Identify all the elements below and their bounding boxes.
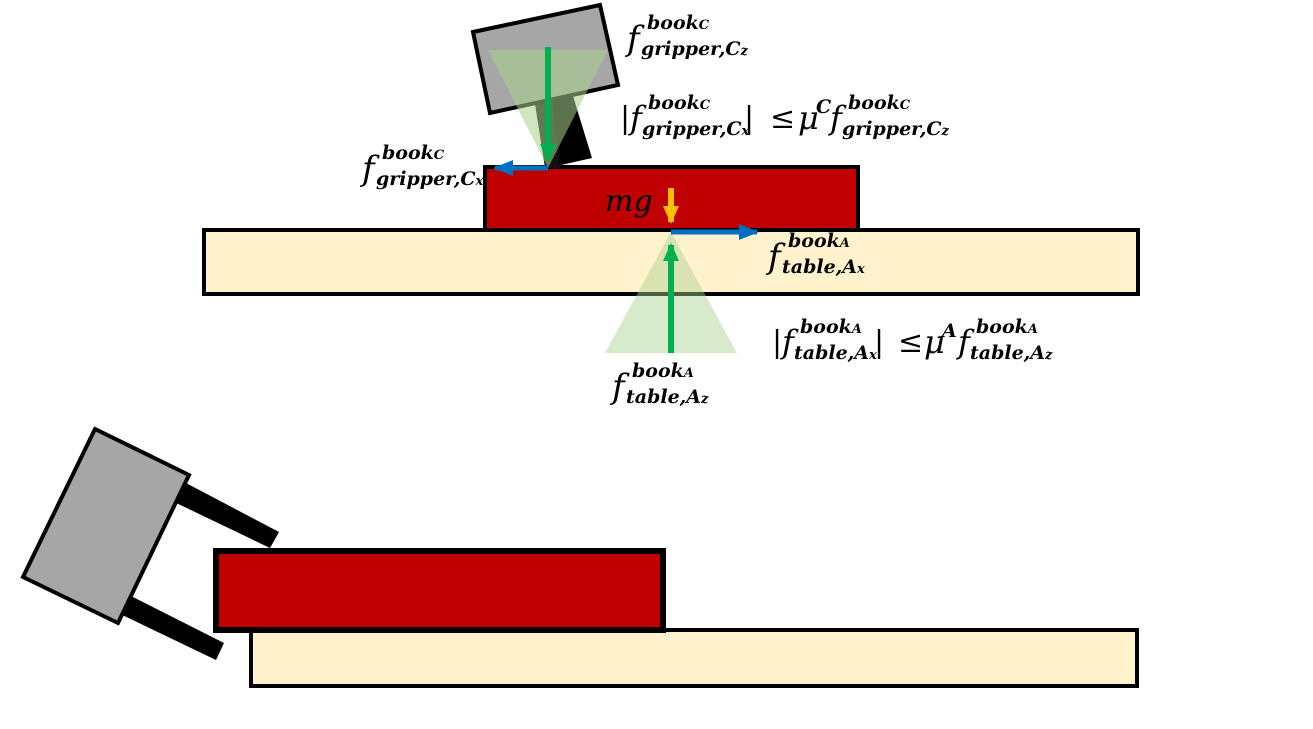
label-sub-sub: x (857, 262, 865, 277)
ineq-base: f (782, 323, 794, 361)
abs-bar-close: | (874, 325, 885, 360)
table-friction-inequality: | f bookA table,Ax | ≤ μ A f bookA table… (772, 318, 1072, 372)
label-table-az: f bookA table,Az (612, 362, 722, 416)
label-base: f (768, 237, 781, 277)
label-sup: book (632, 360, 684, 382)
abs-bar-open: | (772, 325, 783, 360)
ineq-rhs-sub-sub: z (1045, 348, 1053, 363)
abs-bar-open: | (620, 101, 631, 136)
ineq-rhs-sub-sub: z (941, 124, 949, 139)
gripper-friction-inequality: | f bookC gripper,Cx | ≤ μ C f bookC gri… (620, 94, 960, 148)
ineq-base-rhs: f (958, 323, 970, 361)
label-sub-sub: x (475, 174, 484, 189)
label-base: f (627, 19, 640, 59)
ineq-sub-sub: x (869, 348, 877, 363)
label-base: f (612, 367, 625, 407)
label-table-ax: f bookA table,Ax (768, 232, 878, 286)
ineq-rhs-sup: book (976, 316, 1028, 338)
table-bottom (249, 628, 1139, 688)
label-base: f (362, 149, 375, 189)
label-sub-sub: z (740, 44, 748, 59)
leq-sign: ≤ (898, 325, 924, 360)
label-sup: book (788, 230, 840, 252)
ineq-base-rhs: f (830, 99, 842, 137)
gripper-finger-bottom-lower (116, 593, 224, 660)
ineq-rhs-sup-sub: C (899, 98, 911, 113)
mu-sup: C (816, 96, 832, 118)
ineq-sup-sub: C (699, 98, 711, 113)
ineq-sub: table,A (794, 342, 870, 364)
label-sup: book (382, 142, 434, 164)
ineq-sub: gripper,C (642, 118, 742, 140)
ineq-rhs-sub: gripper,C (842, 118, 942, 140)
book-bottom (213, 548, 666, 633)
gravity-label: mg (605, 184, 653, 219)
ineq-sub-sub: x (741, 124, 750, 139)
leq-sign: ≤ (770, 101, 796, 136)
label-sup-sub: A (839, 236, 850, 251)
gripper-body-bottom (20, 426, 192, 626)
ineq-rhs-sup-sub: A (1027, 322, 1038, 337)
gripper-finger-bottom-upper (170, 482, 279, 548)
label-gripper-cz: f bookC gripper,Cz (627, 14, 757, 68)
label-sub: table,A (626, 386, 702, 408)
mu-symbol: μ (924, 323, 945, 361)
label-sup-sub: A (683, 366, 694, 381)
label-gripper-cx: f bookC gripper,Cx (362, 144, 492, 198)
label-sup-sub: C (698, 18, 710, 33)
label-sub: gripper,C (641, 38, 741, 60)
mu-sup: A (942, 320, 957, 342)
ineq-base: f (630, 99, 642, 137)
abs-bar-close: | (744, 101, 755, 136)
ineq-rhs-sup: book (848, 92, 900, 114)
label-sub-sub: z (701, 392, 709, 407)
label-sup-sub: C (433, 148, 445, 163)
label-sub: table,A (782, 256, 858, 278)
mu-symbol: μ (798, 99, 819, 137)
ineq-rhs-sub: table,A (970, 342, 1046, 364)
label-sup: book (647, 12, 699, 34)
ineq-sup: book (800, 316, 852, 338)
label-sub: gripper,C (376, 168, 476, 190)
ineq-sup-sub: A (851, 322, 862, 337)
ineq-sup: book (648, 92, 700, 114)
